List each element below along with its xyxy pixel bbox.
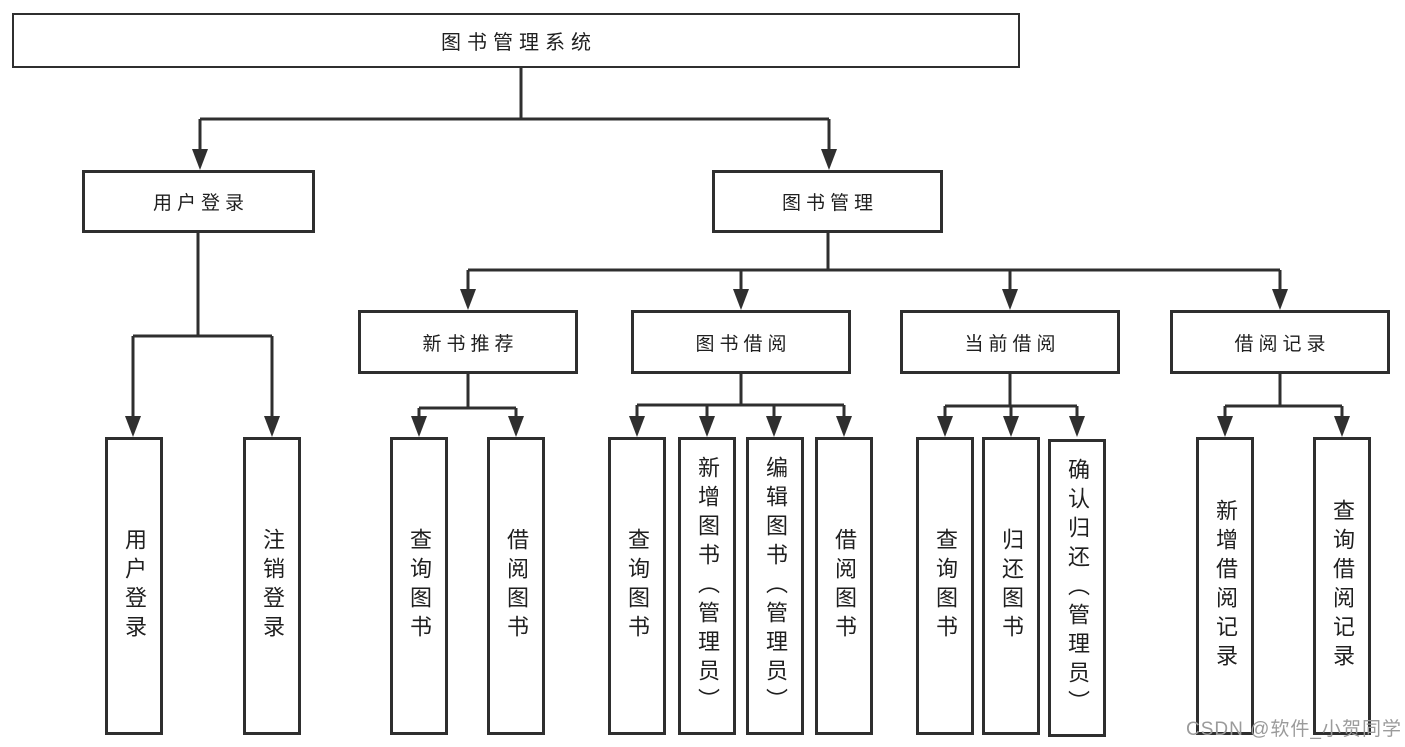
node-borrow-book: 借阅图书 [815, 437, 873, 735]
node-add-book-admin: 新增图书（管理员） [678, 437, 736, 735]
node-label: 图书管理 [781, 193, 878, 214]
node-add-borrow-record: 新增借阅记录 [1196, 437, 1254, 735]
node-book-management: 图书管理 [712, 170, 943, 233]
node-query-books-recommend: 查询图书 [390, 437, 448, 735]
node-logout: 注销登录 [243, 437, 301, 735]
node-label: 借阅图书 [832, 528, 857, 644]
node-borrow-books-recommend: 借阅图书 [487, 437, 545, 735]
node-confirm-return-admin: 确认归还（管理员） [1048, 439, 1106, 737]
node-user-login-group: 用户登录 [82, 170, 315, 233]
node-book-borrow: 图书借阅 [631, 310, 851, 374]
node-query-borrow-record: 查询借阅记录 [1313, 437, 1371, 735]
node-label: 借阅记录 [1234, 333, 1331, 355]
node-label: 图书管理系统 [441, 32, 597, 54]
node-label: 确认归还（管理员） [1065, 457, 1090, 719]
arrowhead-icons [125, 149, 1350, 437]
node-library-management-system: 图书管理系统 [12, 13, 1020, 68]
node-label: 图书借阅 [695, 333, 792, 355]
node-label: 新书推荐 [422, 333, 519, 355]
node-label: 新增图书（管理员） [695, 455, 720, 717]
node-label: 注销登录 [260, 528, 285, 644]
node-label: 当前借阅 [964, 333, 1061, 355]
node-user-login: 用户登录 [105, 437, 163, 735]
node-label: 归还图书 [999, 528, 1024, 644]
node-return-book: 归还图书 [982, 437, 1040, 735]
node-label: 查询借阅记录 [1330, 499, 1355, 673]
node-label: 借阅图书 [504, 528, 529, 644]
node-new-book-recommend: 新书推荐 [358, 310, 578, 374]
node-query-books-borrow: 查询图书 [608, 437, 666, 735]
node-edit-book-admin: 编辑图书（管理员） [746, 437, 804, 735]
node-label: 用户登录 [122, 528, 147, 644]
node-query-books-current: 查询图书 [916, 437, 974, 735]
node-label: 编辑图书（管理员） [763, 455, 788, 717]
node-label: 查询图书 [625, 528, 650, 644]
node-borrow-records: 借阅记录 [1170, 310, 1390, 374]
csdn-watermark: CSDN @软件_小贺同学 [1186, 719, 1402, 740]
node-label: 新增借阅记录 [1213, 499, 1238, 673]
node-label: 查询图书 [407, 528, 432, 644]
node-label: 用户登录 [152, 193, 249, 214]
node-label: 查询图书 [933, 528, 958, 644]
node-current-borrow: 当前借阅 [900, 310, 1120, 374]
